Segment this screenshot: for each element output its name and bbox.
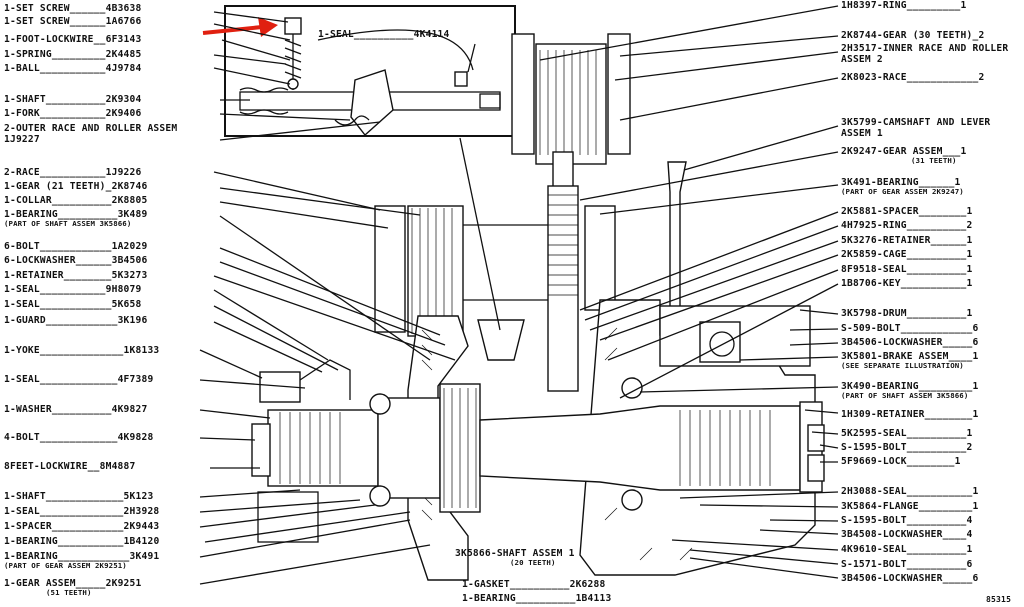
label-lock: 5F9669-LOCK________1 [841, 456, 961, 467]
label-flange: 3K5864-FLANGE_________1 [841, 501, 979, 512]
label-set-screw-1: 1-SET SCREW______4B3638 [4, 3, 142, 14]
label-bearing-3k491-right: 3K491-BEARING______1(PART OF GEAR ASSEM … [841, 177, 964, 196]
label-spacer-left: 1-SPACER____________2K9443 [4, 521, 160, 532]
label-gear-21: 1-GEAR (21 TEETH)_2K8746 [4, 181, 148, 192]
label-lockwasher-right-2: 3B4506-LOCKWASHER_____6 [841, 573, 979, 584]
label-shaft-5k123: 1-SHAFT_____________5K123 [4, 491, 154, 502]
label-spacer-right: 2K5881-SPACER________1 [841, 206, 973, 217]
label-bolt-s1595-2: S-1595-BOLT__________2 [841, 442, 973, 453]
label-bearing-1b4120: 1-BEARING___________1B4120 [4, 536, 160, 547]
label-seal-4f7389: 1-SEAL_____________4F7389 [4, 374, 154, 385]
label-lockwasher-3b4508: 3B4508-LOCKWASHER____4 [841, 529, 973, 540]
label-camshaft: 3K5799-CAMSHAFT AND LEVER ASSEM 1 [841, 117, 991, 139]
label-retainer-left: 1-RETAINER________5K3273 [4, 270, 148, 281]
label-race-2k8023: 2K8023-RACE____________2 [841, 72, 985, 83]
leader-lines-right [539, 5, 839, 579]
label-bolt-s1571: S-1571-BOLT__________6 [841, 559, 973, 570]
red-arrow-icon [202, 17, 278, 37]
label-seal-2h3088: 2H3088-SEAL___________1 [841, 486, 979, 497]
label-bolt-s509: S-509-BOLT____________6 [841, 323, 979, 334]
figure-number: 85315 [986, 595, 1012, 604]
label-retainer-1h309: 1H309-RETAINER________1 [841, 409, 979, 420]
label-seal-2h3928: 1-SEAL______________2H3928 [4, 506, 160, 517]
label-outer-race-roller: 2-OUTER RACE AND ROLLER ASSEM 1J9227 [4, 123, 178, 145]
camshaft-lever [667, 161, 687, 313]
label-brake-assem: 3K5801-BRAKE ASSEM____1(SEE SEPARATE ILL… [841, 351, 979, 370]
label-gear-assem-51: 1-GEAR ASSEM_____2K9251(51 TEETH) [4, 578, 142, 597]
label-lockwasher-right-1: 3B4506-LOCKWASHER_____6 [841, 337, 979, 348]
label-shaft-assem: 3K5866-SHAFT ASSEM 1(20 TEETH) [455, 548, 575, 567]
label-ring-1h8397: 1H8397-RING_________1 [841, 0, 967, 11]
upper-gear-assembly [511, 33, 631, 392]
label-bearing-3k491-left: 1-BEARING____________3K491(PART OF GEAR … [4, 551, 160, 570]
label-seal-8f9518: 8F9518-SEAL__________1 [841, 264, 973, 275]
label-foot-lockwire: 1-FOOT-LOCKWIRE__6F3143 [4, 34, 142, 45]
label-inset-seal: 1-SEAL__________4K4114 [318, 29, 450, 40]
label-seal-4k9610: 4K9610-SEAL__________1 [841, 544, 973, 555]
label-yoke: 1-YOKE______________1K8133 [4, 345, 160, 356]
label-inner-race: 2H3517-INNER RACE AND ROLLER ASSEM 2 [841, 43, 1009, 65]
label-bearing-1b4113: 1-BEARING__________1B4113 [462, 593, 612, 604]
leader-lines [199, 11, 501, 585]
label-bolt-4: 4-BOLT_____________4K9828 [4, 432, 154, 443]
label-retainer-right: 5K3276-RETAINER______1 [841, 235, 973, 246]
label-guard: 1-GUARD____________3K196 [4, 315, 148, 326]
label-bearing-3k490: 3K490-BEARING_________1(PART OF SHAFT AS… [841, 381, 979, 400]
label-lockwasher-6: 6-LOCKWASHER______3B4506 [4, 255, 148, 266]
label-seal-5k2595: 5K2595-SEAL__________1 [841, 428, 973, 439]
label-key: 1B8706-KEY___________1 [841, 278, 973, 289]
label-cage: 2K5859-CAGE__________1 [841, 249, 973, 260]
label-bearing-3k489: 1-BEARING__________3K489(PART OF SHAFT A… [4, 209, 148, 228]
label-gear-2k8744: 2K8744-GEAR (30 TEETH)_2 [841, 30, 985, 41]
label-race: 2-RACE___________1J9226 [4, 167, 142, 178]
label-ball: 1-BALL___________4J9784 [4, 63, 142, 74]
label-feet-lockwire: 8FEET-LOCKWIRE__8M4887 [4, 461, 136, 472]
label-bolt-s1595-4: S-1595-BOLT__________4 [841, 515, 973, 526]
label-collar: 1-COLLAR__________2K8805 [4, 195, 148, 206]
label-bolt-6: 6-BOLT____________1A2029 [4, 241, 148, 252]
left-gear-assembly [374, 205, 616, 361]
label-seal-5k658: 1-SEAL____________5K658 [4, 299, 142, 310]
label-drum: 3K5798-DRUM__________1 [841, 308, 973, 319]
label-ring-4h7925: 4H7925-RING__________2 [841, 220, 973, 231]
label-washer: 1-WASHER__________4K9827 [4, 404, 148, 415]
label-seal-9h8079: 1-SEAL___________9H8079 [4, 284, 142, 295]
label-gasket: 1-GASKET__________2K6288 [462, 579, 606, 590]
label-gear-assem-2k9247: 2K9247-GEAR ASSEM___1(31 TEETH) [841, 146, 967, 165]
label-shaft-top: 1-SHAFT__________2K9304 [4, 94, 142, 105]
label-set-screw-2: 1-SET SCREW______1A6766 [4, 16, 142, 27]
label-fork: 1-FORK___________2K9406 [4, 108, 142, 119]
label-spring: 1-SPRING_________2K4485 [4, 49, 142, 60]
